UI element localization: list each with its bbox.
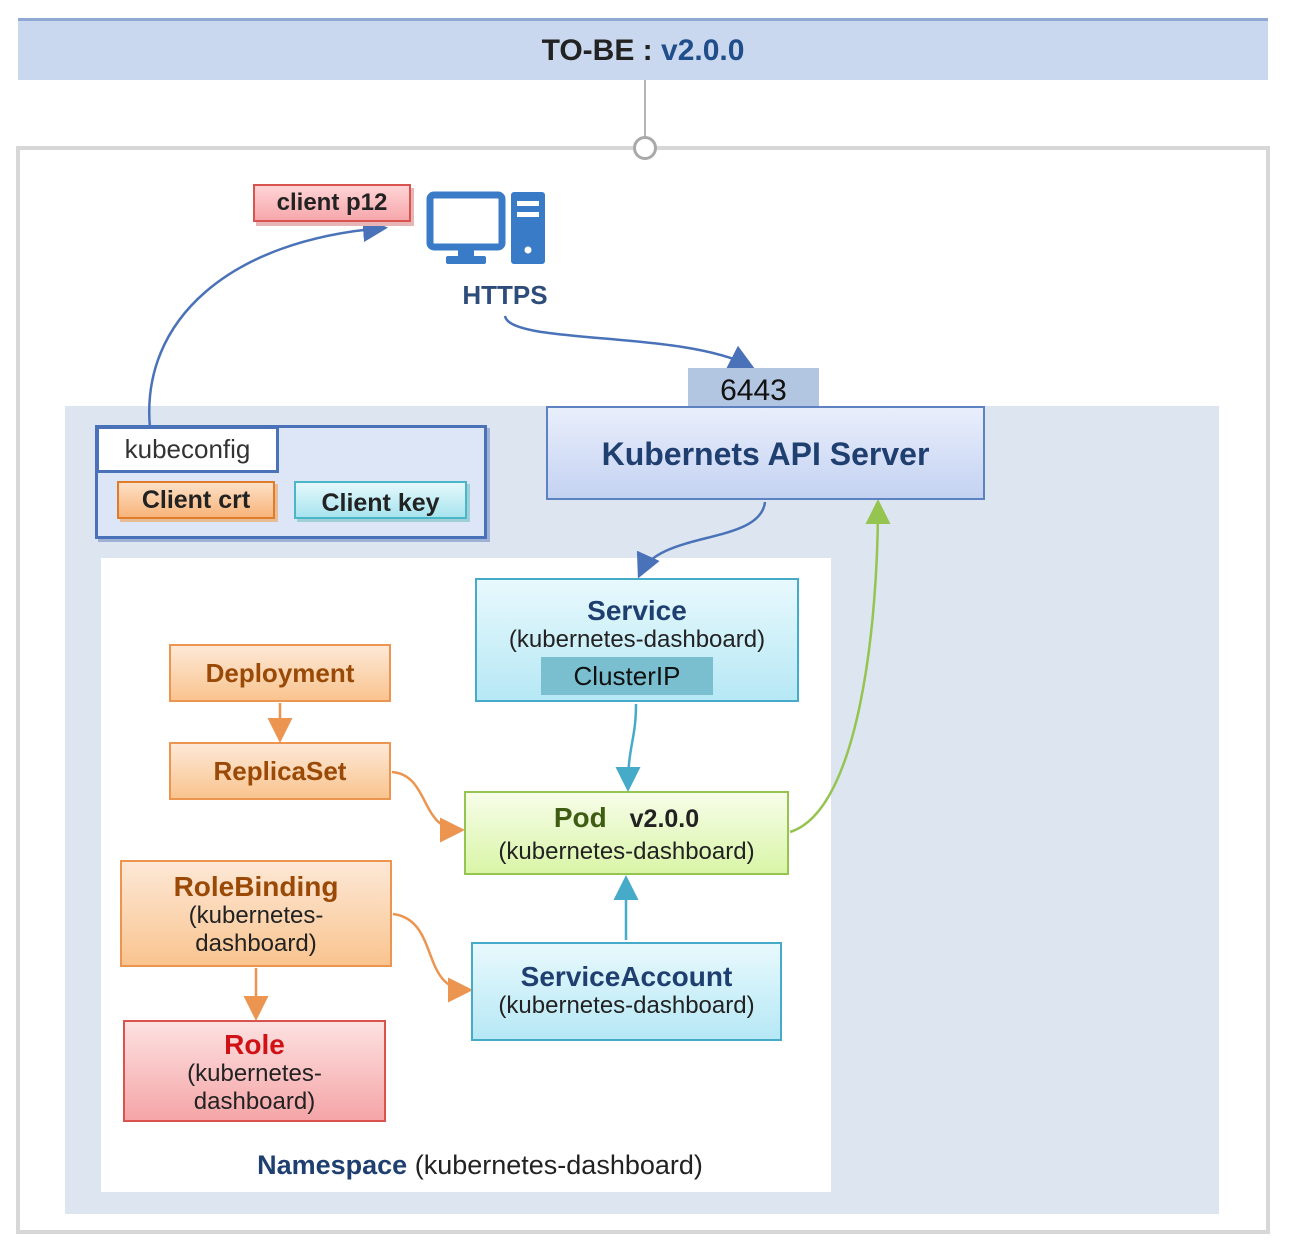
edge-api-to-service [636, 501, 767, 579]
serviceaccount-node: ServiceAccount (kubernetes-dashboard) [471, 942, 782, 1041]
replicaset-node: ReplicaSet [169, 742, 391, 800]
edge-pod-to-api [789, 499, 891, 834]
rolebinding-subtitle-line1: (kubernetes- [188, 902, 324, 929]
pod-title: Pod [553, 802, 607, 833]
kubeconfig-label: kubeconfig [96, 426, 279, 473]
edge-service-to-pod [615, 703, 641, 792]
role-node: Role (kubernetes- dashboard) [123, 1020, 386, 1122]
title-version: v2.0.0 [661, 34, 745, 67]
pod-version: v2.0.0 [629, 805, 700, 833]
edge-replicaset-to-pod [391, 770, 465, 843]
rolebinding-subtitle-line2: dashboard) [195, 930, 317, 957]
edge-https-to-api-port [503, 315, 755, 369]
client-key-tag: Client key [294, 481, 467, 519]
pod-subtitle: (kubernetes-dashboard) [498, 838, 755, 865]
edge-rolebinding-to-serviceaccount [392, 912, 473, 1003]
title-connector-line [644, 80, 646, 138]
client-crt-tag: Client crt [117, 481, 275, 519]
namespace-label-name: (kubernetes-dashboard) [414, 1150, 703, 1180]
rolebinding-node: RoleBinding (kubernetes- dashboard) [120, 860, 392, 967]
api-server-box: Kubernets API Server [546, 406, 985, 500]
service-subtitle: (kubernetes-dashboard) [508, 626, 766, 653]
client-p12-tag: client p12 [253, 184, 411, 222]
title-prefix: TO-BE : [541, 34, 662, 67]
desktop-computer-icon [426, 191, 545, 264]
edge-kubeconfig-to-client-p12 [147, 217, 388, 429]
rolebinding-title: RoleBinding [173, 871, 339, 902]
deployment-node: Deployment [169, 644, 391, 702]
pod-node: Pod v2.0.0 (kubernetes-dashboard) [464, 791, 789, 875]
https-label: HTTPS [462, 280, 548, 310]
deployment-title: Deployment [205, 658, 355, 688]
namespace-label-title: Namespace [257, 1150, 408, 1180]
connector-dot [633, 136, 657, 160]
clusterip-badge: ClusterIP [541, 657, 713, 695]
serviceaccount-title: ServiceAccount [520, 961, 733, 992]
role-subtitle-line2: dashboard) [193, 1088, 316, 1115]
service-title: Service [587, 595, 687, 626]
diagram-title: TO-BE : v2.0.0 [18, 18, 1268, 80]
role-subtitle-line1: (kubernetes- [187, 1060, 322, 1087]
role-title: Role [224, 1029, 285, 1060]
replicaset-title: ReplicaSet [213, 756, 347, 786]
namespace-label: Namespace (kubernetes-dashboard) [180, 1150, 780, 1181]
serviceaccount-subtitle: (kubernetes-dashboard) [498, 992, 755, 1019]
